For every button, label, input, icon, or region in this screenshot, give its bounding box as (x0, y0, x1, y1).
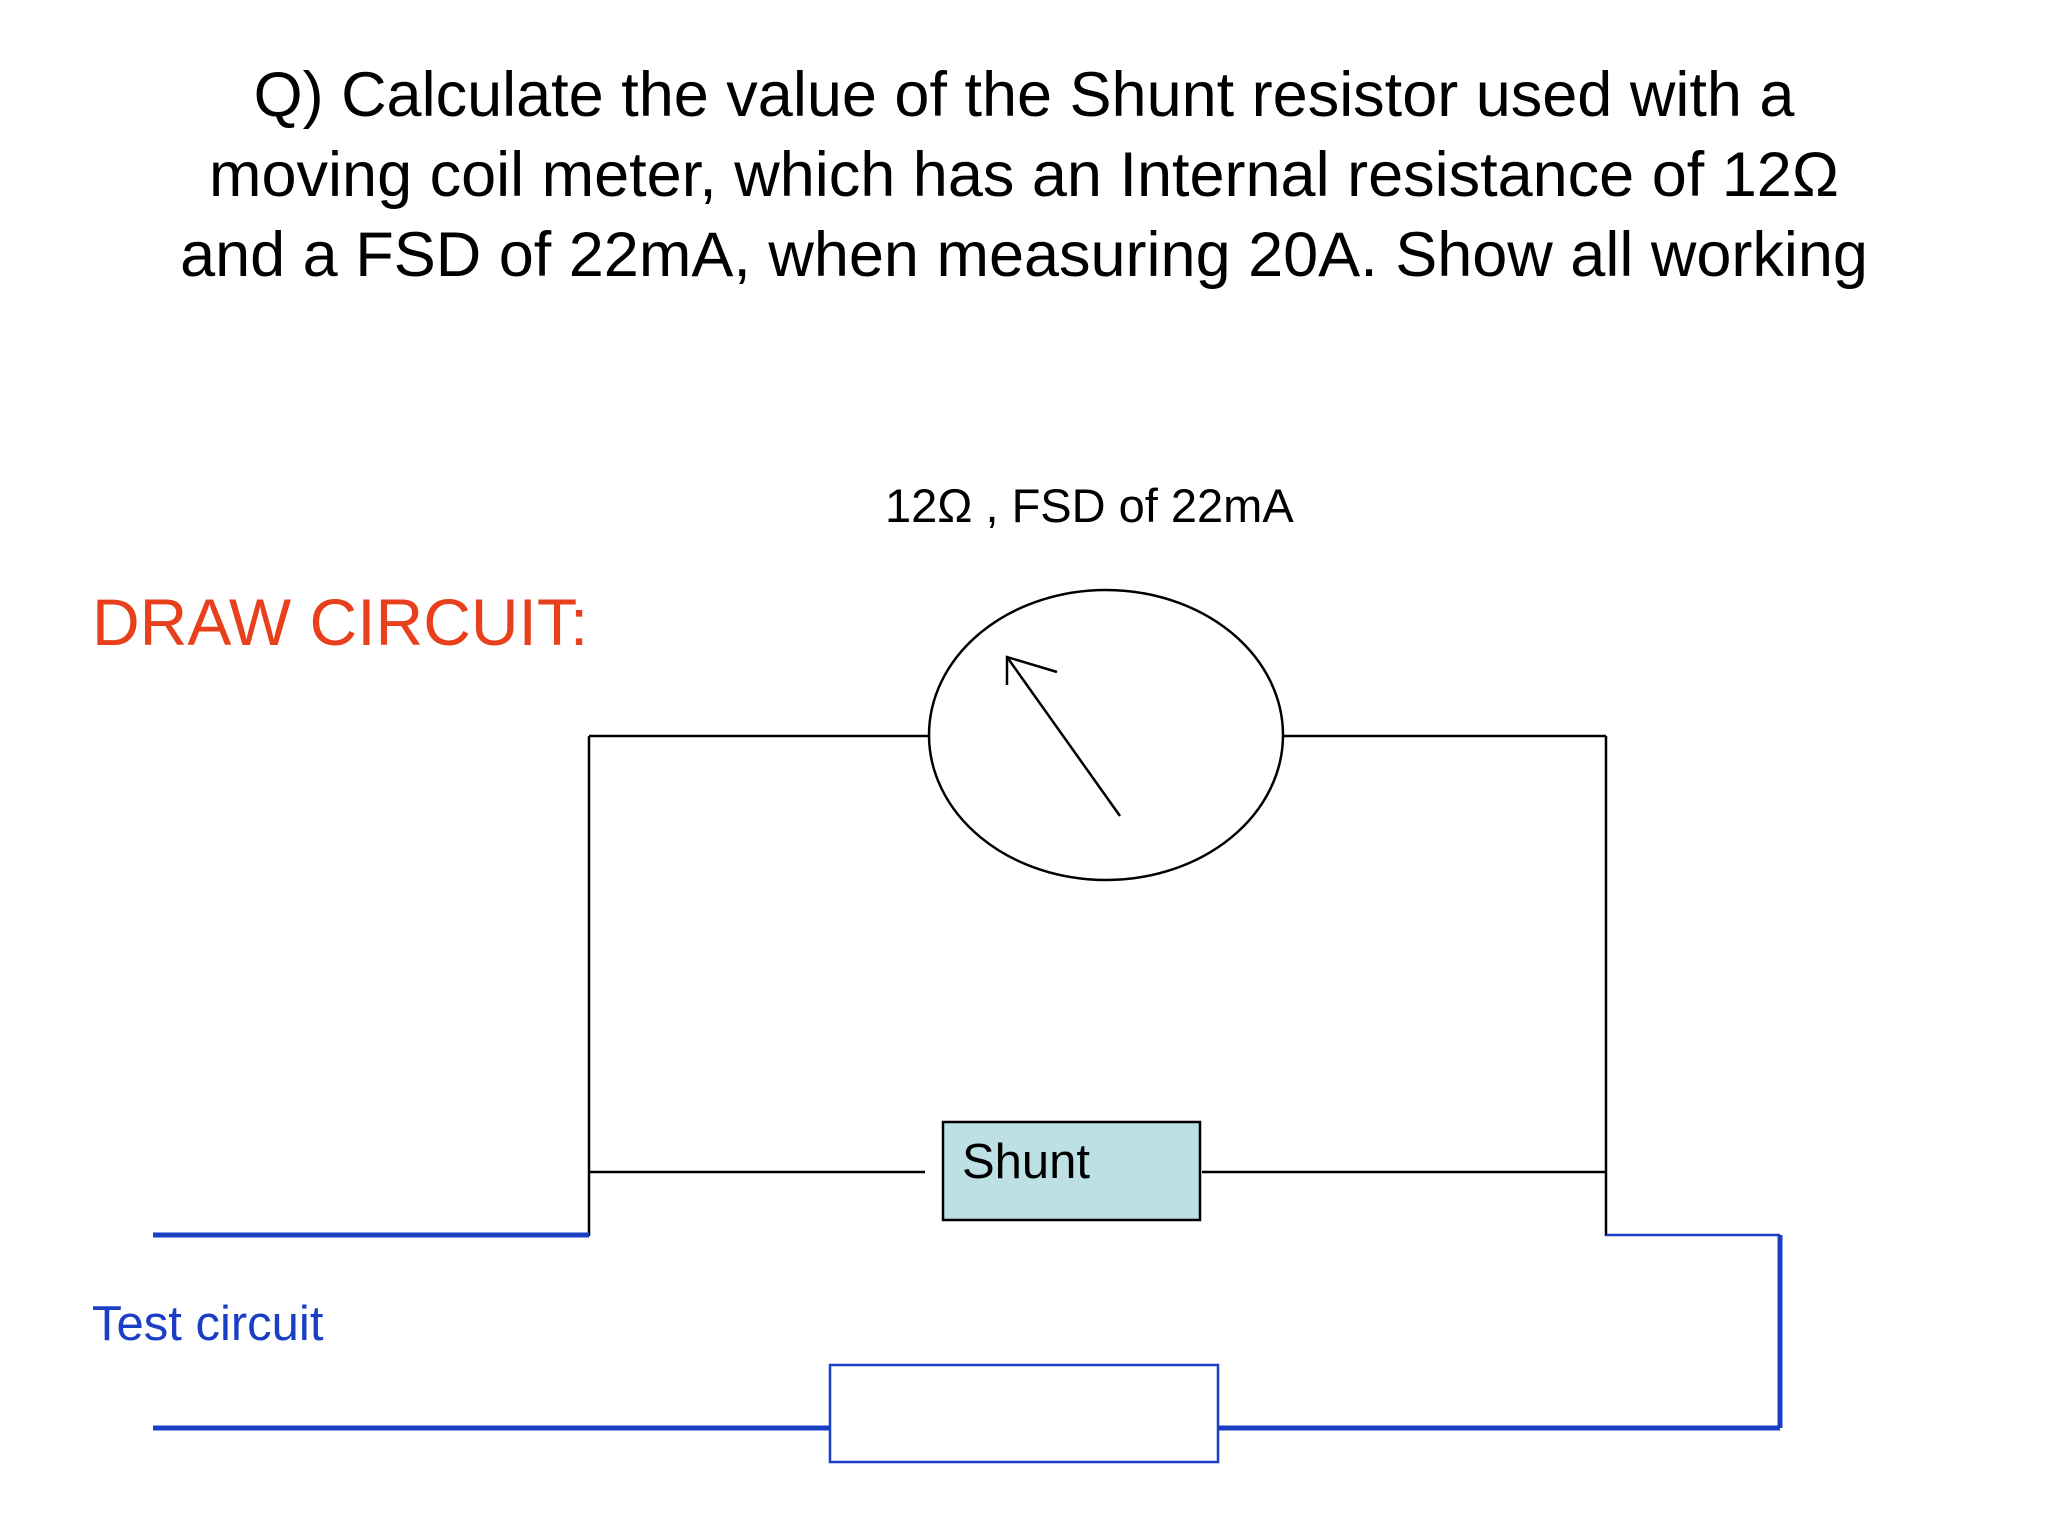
meter-caption: 12Ω , FSD of 22mA (885, 479, 1294, 532)
question-line-3: and a FSD of 22mA, when measuring 20A. S… (180, 220, 1868, 290)
moving-coil-meter (927, 588, 1285, 882)
test-circuit-wiring (153, 1232, 1783, 1464)
meter-body (927, 588, 1285, 882)
question-line-2: moving coil meter, which has an Internal… (209, 140, 1839, 210)
shunt-resistor-body (941, 1120, 1202, 1222)
shunt-resistor: Shunt (941, 1120, 1202, 1222)
meter-wiring (587, 734, 1608, 1236)
draw-circuit-heading: DRAW CIRCUIT: (92, 585, 588, 659)
question-text: Q) Calculate the value of the Shunt resi… (0, 55, 2048, 295)
load-resistor (828, 1363, 1220, 1464)
question-line-1: Q) Calculate the value of the Shunt resi… (253, 60, 1795, 130)
meter-needle (1005, 656, 1122, 817)
test-circuit-label: Test circuit (92, 1297, 324, 1351)
shunt-label: Shunt (962, 1135, 1090, 1189)
needle-arrow-icon (1005, 655, 1058, 685)
